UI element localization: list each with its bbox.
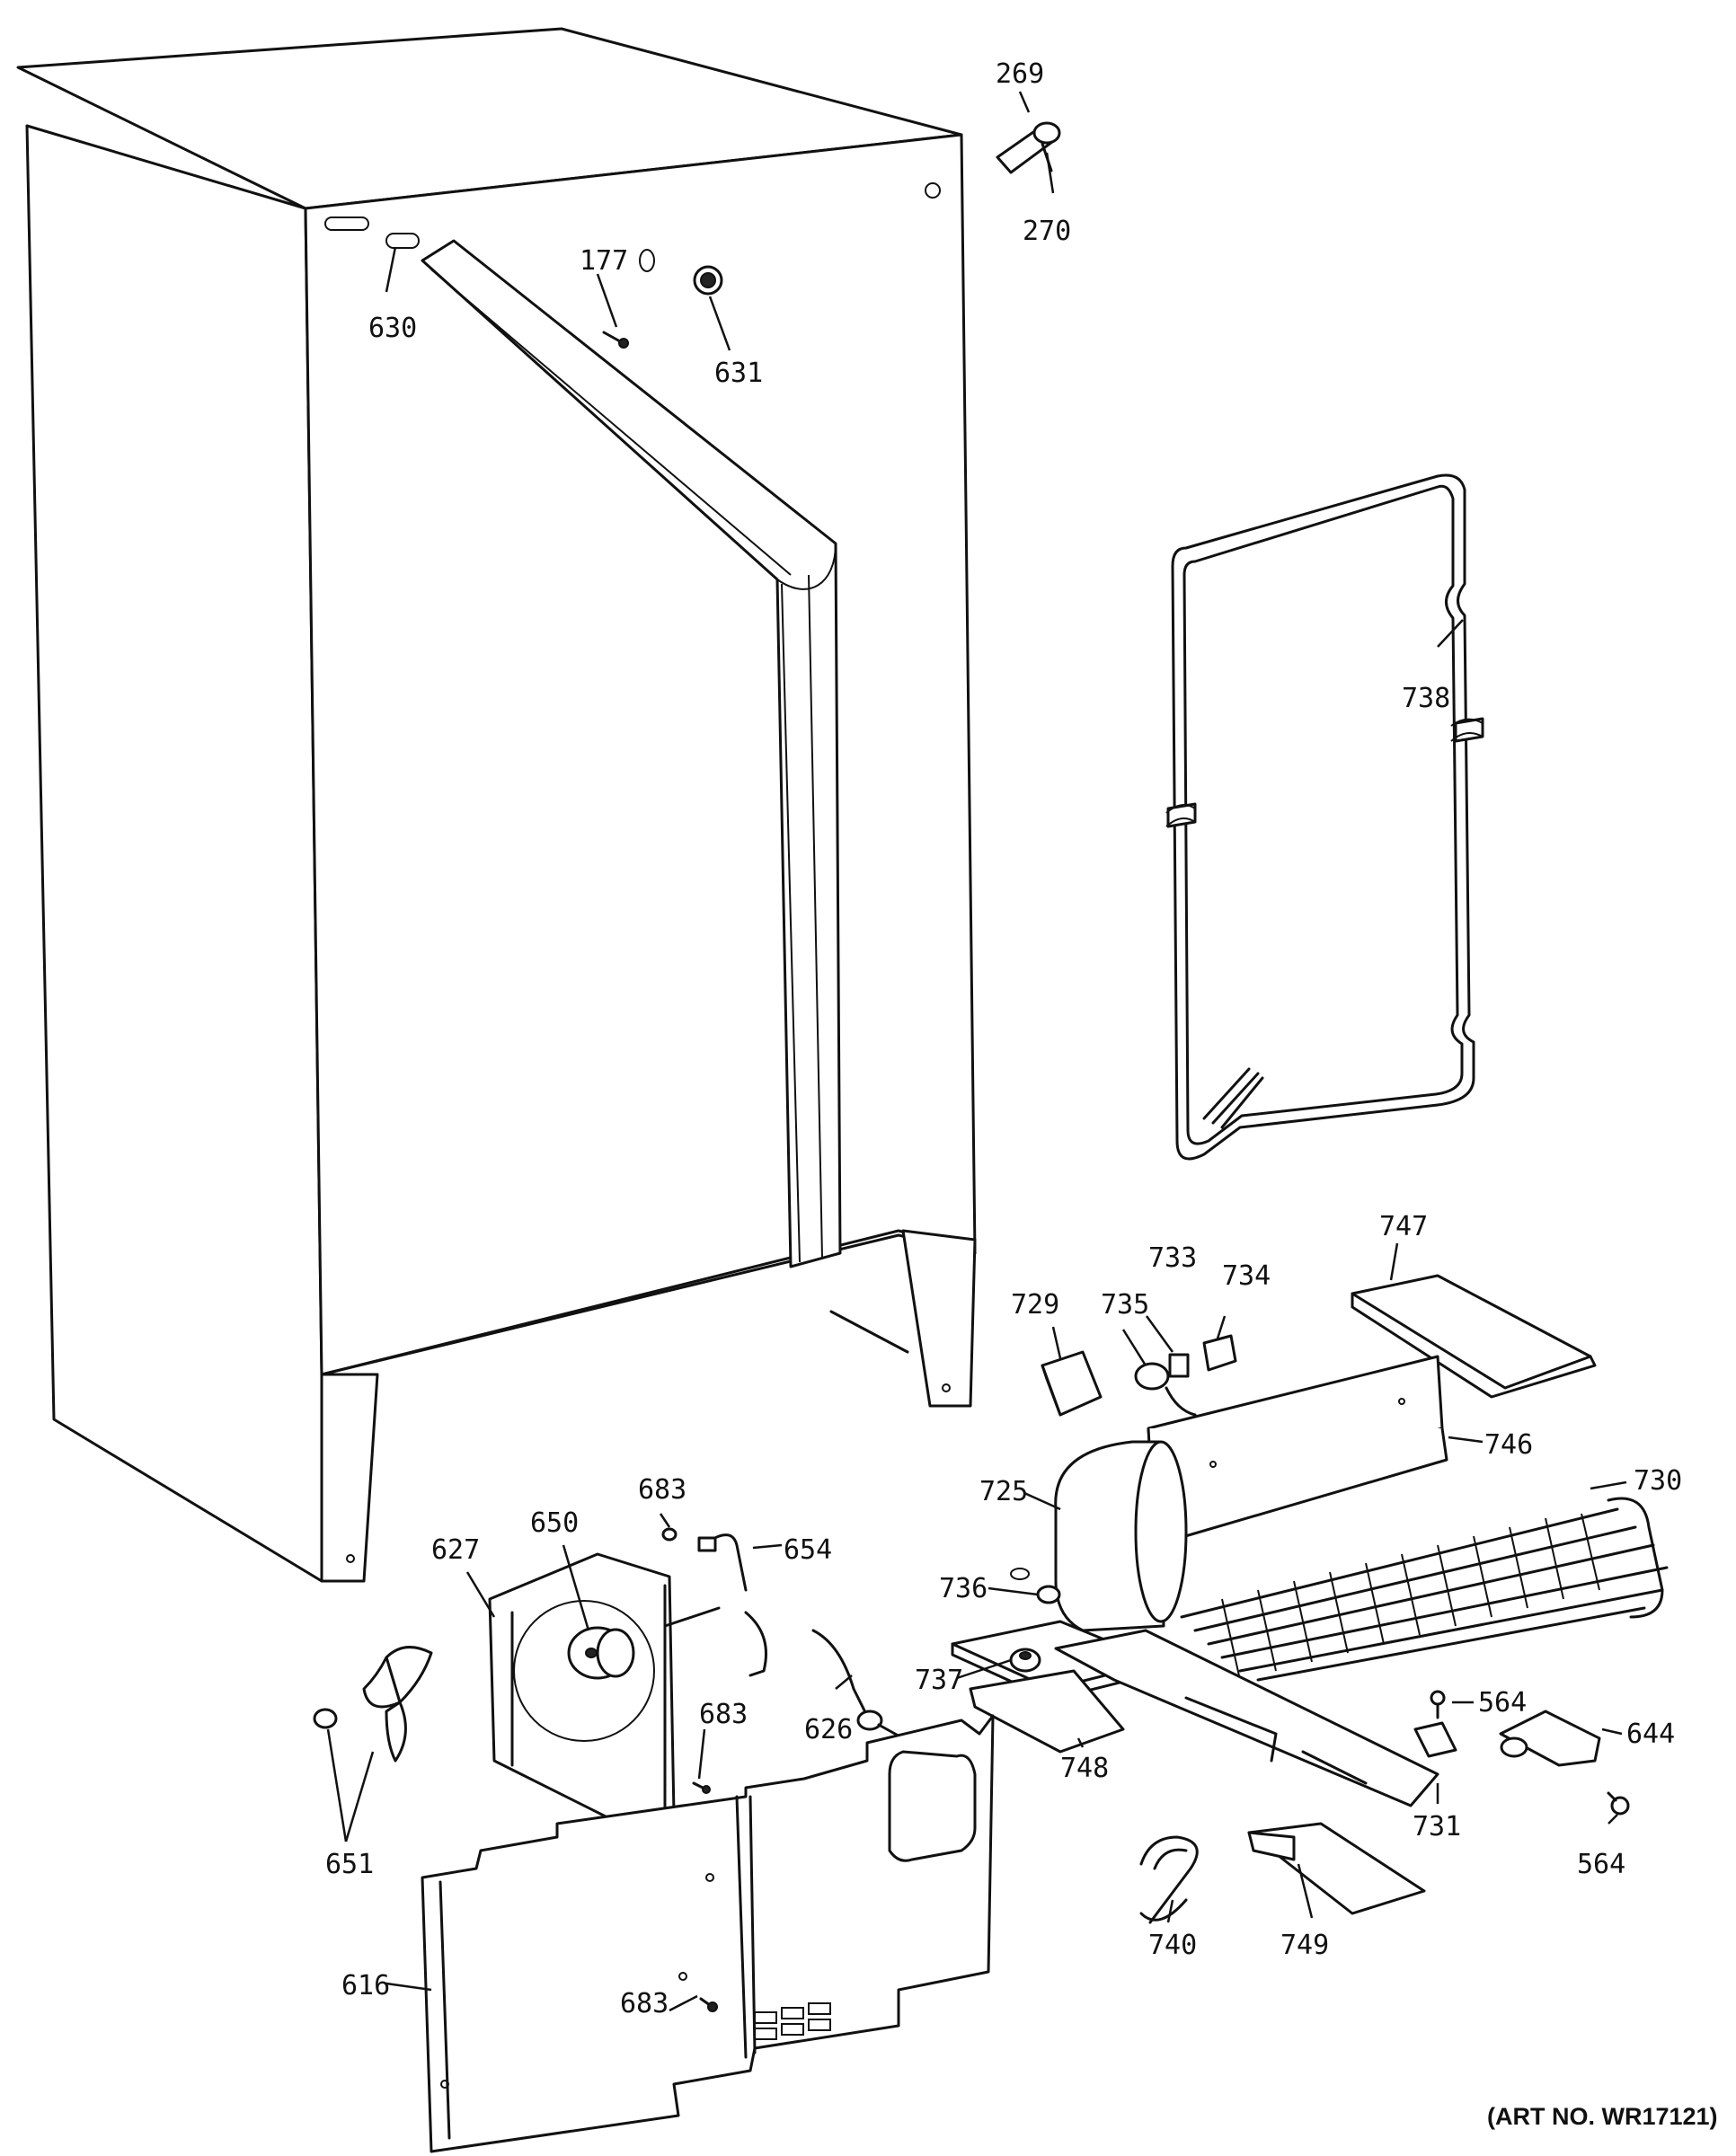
label-269: 269: [996, 58, 1044, 90]
part-730-condenser: [1180, 1497, 1669, 1682]
part-731-base-rail: [1054, 1629, 1439, 1807]
label-740: 740: [1148, 1930, 1197, 1961]
label-270: 270: [1023, 216, 1071, 247]
label-650: 650: [530, 1507, 579, 1539]
label-725: 725: [979, 1476, 1028, 1507]
part-737-grommet: [1009, 1648, 1041, 1673]
part-734-overload: [1202, 1334, 1237, 1372]
part-683-screw-upper: [661, 1527, 678, 1542]
part-labels: 269 270 630 177 631 738 747 733 734 729 …: [325, 58, 1682, 2019]
part-736-grommet: [1010, 1568, 1061, 1604]
part-616-rear-cover: [421, 1714, 995, 2153]
label-748: 748: [1060, 1753, 1109, 1784]
label-683-upper: 683: [638, 1474, 686, 1506]
part-269-270-connector: [996, 121, 1061, 174]
label-644: 644: [1626, 1719, 1675, 1750]
part-627-fan-bracket: [488, 1552, 676, 1839]
label-734: 734: [1222, 1260, 1271, 1292]
label-177: 177: [580, 245, 628, 277]
label-737: 737: [915, 1665, 963, 1696]
part-626-thermostat: [811, 1629, 905, 1740]
label-564-upper: 564: [1478, 1687, 1527, 1719]
label-749: 749: [1280, 1930, 1329, 1961]
label-747: 747: [1379, 1211, 1428, 1242]
part-725-compressor: [1054, 1440, 1188, 1632]
part-177-screw: [602, 331, 629, 349]
part-749-pad: [1247, 1822, 1426, 1915]
label-736: 736: [939, 1573, 988, 1604]
part-631-plug: [693, 265, 723, 296]
label-616: 616: [341, 1970, 390, 2001]
label-630: 630: [368, 313, 417, 344]
label-626: 626: [804, 1714, 853, 1745]
label-733: 733: [1148, 1242, 1197, 1274]
part-654-harness: [663, 1533, 767, 1677]
label-631: 631: [714, 358, 763, 389]
leader-lines: [326, 91, 1627, 2012]
part-747-bracket: [1351, 1274, 1597, 1399]
label-731: 731: [1413, 1811, 1461, 1842]
part-740-clip: [1139, 1835, 1199, 1924]
label-627: 627: [431, 1534, 480, 1566]
refrigerator-cabinet: [16, 27, 977, 1583]
part-683-screw-mid: [692, 1781, 711, 1794]
label-735: 735: [1101, 1289, 1149, 1321]
part-738-gasket: [1165, 473, 1484, 1161]
part-564-small-clip: [1413, 1721, 1457, 1758]
label-564-lower: 564: [1577, 1849, 1625, 1880]
part-746-cover: [1147, 1355, 1448, 1547]
label-729: 729: [1011, 1289, 1059, 1321]
label-654: 654: [784, 1534, 832, 1566]
part-650-fan-motor: [567, 1626, 635, 1680]
label-730: 730: [1634, 1465, 1682, 1497]
part-564-screw-upper: [1430, 1690, 1446, 1719]
part-733-clip: [1168, 1353, 1190, 1378]
art-number: (ART NO. WR17121): [1487, 2103, 1718, 2130]
label-746: 746: [1484, 1429, 1533, 1461]
label-683-mid: 683: [699, 1699, 748, 1730]
label-651: 651: [325, 1849, 374, 1880]
part-644-bracket: [1499, 1710, 1601, 1767]
part-564-screw-lower: [1607, 1791, 1630, 1816]
part-651-fan-blade: [313, 1646, 433, 1763]
part-735-capacitor: [1134, 1362, 1197, 1417]
label-683-lower: 683: [620, 1988, 669, 2019]
part-729-relay: [1041, 1350, 1103, 1417]
label-738: 738: [1402, 683, 1450, 714]
part-683-screw-lower: [699, 1997, 718, 2012]
